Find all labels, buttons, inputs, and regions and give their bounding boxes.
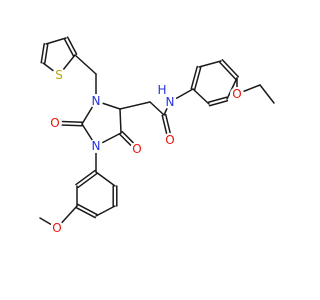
double-bond-b3-b4-a bbox=[75, 206, 96, 219]
atom-label-n-amide: N bbox=[166, 95, 175, 109]
double-bond-b1-b2-a bbox=[75, 169, 96, 186]
atom-label-o-right: O bbox=[132, 142, 141, 156]
double-bond-a5-a6-b bbox=[208, 99, 229, 107]
atom-label-o-left: O bbox=[50, 116, 59, 130]
single-bond-a6-a1 bbox=[192, 88, 210, 105]
atom-label-background bbox=[52, 68, 66, 82]
atom-label-n1-ring: N bbox=[92, 94, 101, 108]
single-bond-e1-e2 bbox=[259, 84, 275, 104]
atom-label-o-ethoxy: O bbox=[232, 87, 241, 101]
atom-label-background bbox=[50, 221, 64, 235]
atom-label-background bbox=[230, 87, 244, 101]
atom-label-background bbox=[89, 94, 103, 108]
atom-label-o-amide: O bbox=[165, 133, 174, 147]
single-bond-b4-b5 bbox=[95, 205, 116, 217]
double-bond-t4-t5-b bbox=[66, 36, 78, 55]
single-bond-c4-cB bbox=[119, 101, 151, 110]
atom-label-layer: S O N O N N O O O H bbox=[48, 68, 244, 235]
atom-label-s-thiophene: S bbox=[55, 68, 63, 82]
atom-label-background bbox=[130, 142, 144, 156]
single-bond-c4-c5 bbox=[119, 108, 122, 134]
single-bond-b6-b1 bbox=[95, 171, 116, 187]
single-bond-t5-ch2a bbox=[74, 54, 97, 75]
double-bond-a1-a2-a bbox=[193, 66, 202, 91]
double-bond-t2-t3-b bbox=[40, 42, 45, 64]
double-bond-t2-t3-a bbox=[44, 43, 49, 65]
single-bond-cB-cA bbox=[149, 101, 165, 116]
molecule-structure: S O N O N N O O O H bbox=[39, 36, 275, 235]
single-bond-a2-a3 bbox=[198, 60, 222, 68]
atom-label-n2-ring: N bbox=[92, 139, 101, 153]
atom-label-background bbox=[48, 116, 62, 130]
double-bond-b1-b2-b bbox=[77, 172, 98, 189]
atom-label-h-amide: H bbox=[157, 83, 166, 97]
atom-label-background bbox=[163, 133, 177, 147]
atom-label-o-methoxy: O bbox=[52, 221, 61, 235]
double-bond-b3-b4-b bbox=[77, 203, 98, 216]
double-bond-t4-t5-a bbox=[63, 38, 75, 57]
atom-label-background bbox=[163, 95, 177, 109]
double-bond-a1-a2-b bbox=[190, 65, 199, 90]
double-bond-a3-a4-b bbox=[221, 59, 240, 78]
double-bond-a5-a6-a bbox=[207, 96, 228, 104]
double-bond-a3-a4-a bbox=[218, 61, 237, 80]
single-bond-a4-a5 bbox=[226, 77, 238, 100]
single-bond-t3-t4 bbox=[45, 37, 67, 45]
atom-label-background bbox=[89, 139, 103, 153]
bond-layer bbox=[39, 36, 275, 229]
